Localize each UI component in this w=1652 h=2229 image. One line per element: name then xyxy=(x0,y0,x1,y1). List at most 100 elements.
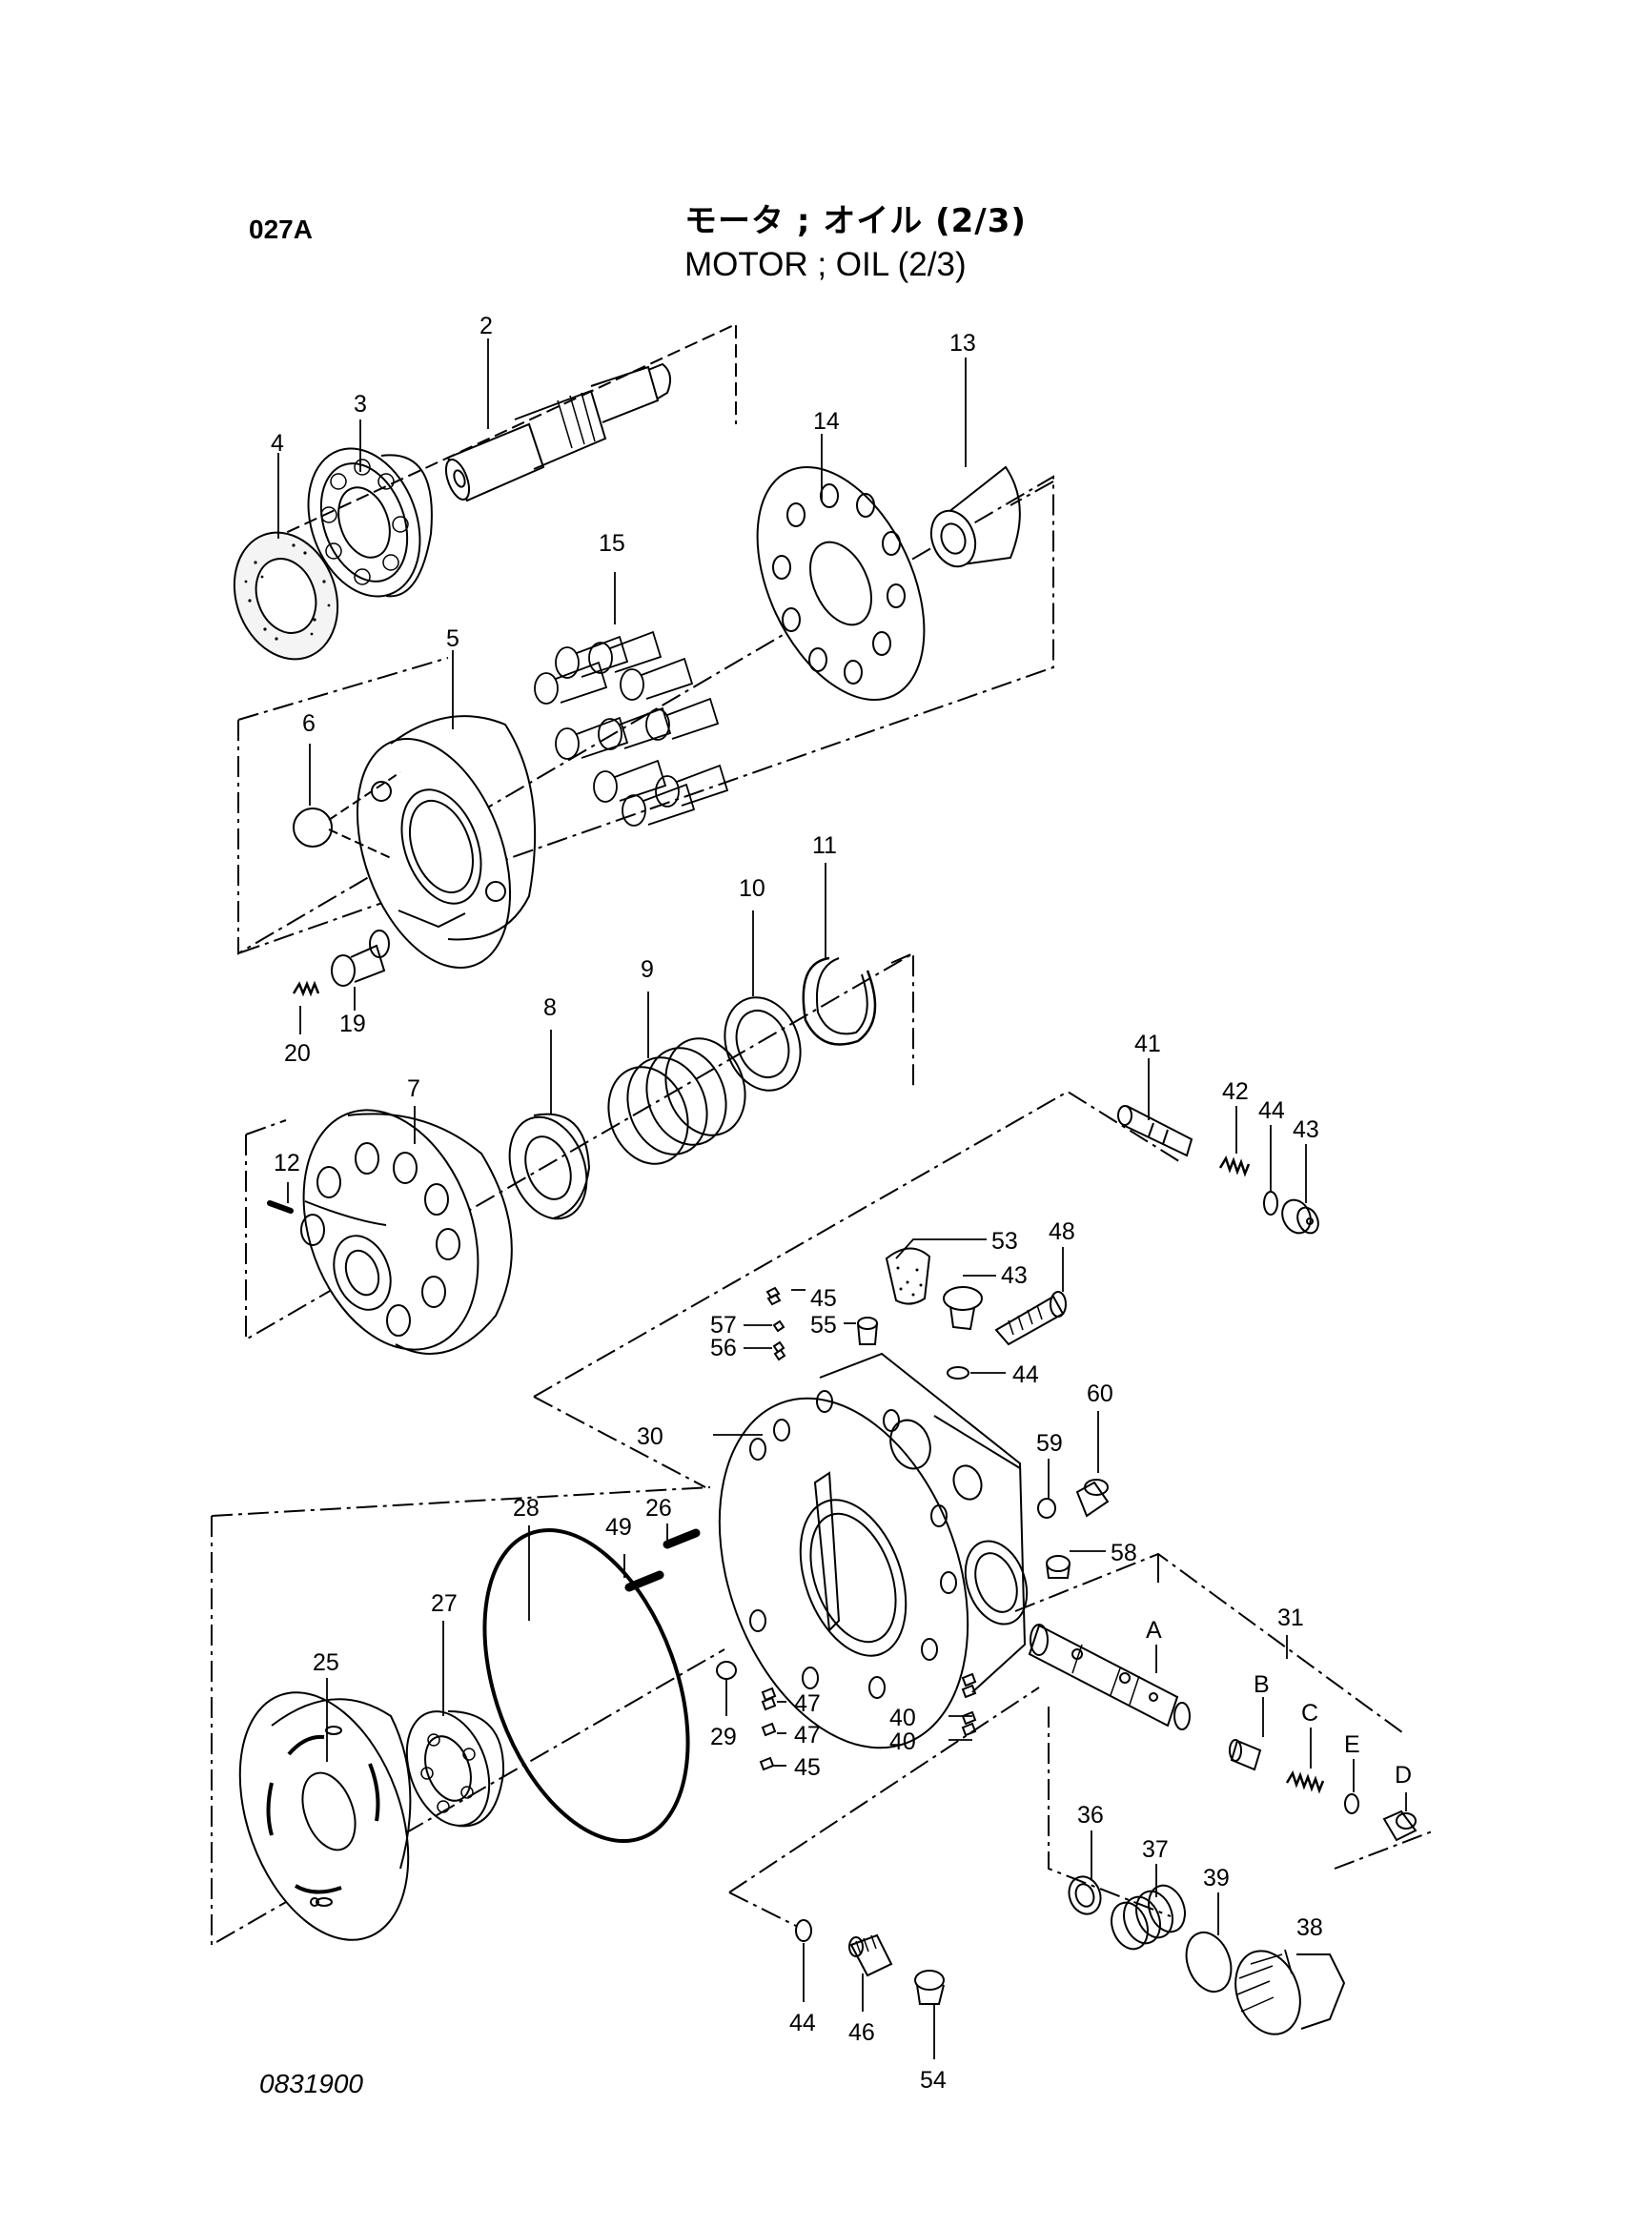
callout-8: 8 xyxy=(543,994,557,1021)
part-10-washer xyxy=(724,996,802,1092)
callout-45-a: 45 xyxy=(810,1285,837,1312)
part-45-plug-bottom xyxy=(759,1756,775,1771)
part-27-bearing xyxy=(405,1710,505,1828)
callout-54: 54 xyxy=(920,2067,947,2094)
callout-A: A xyxy=(1146,1617,1162,1644)
part-B-sleeve xyxy=(1229,1739,1262,1771)
part-43-plug-b xyxy=(943,1286,983,1331)
title-japanese: モータ ; オイル (2/3) xyxy=(684,202,1027,240)
callout-42: 42 xyxy=(1222,1078,1249,1105)
callout-55: 55 xyxy=(810,1312,837,1339)
callout-46: 46 xyxy=(848,2019,875,2046)
callout-labels: 2 3 4 13 14 15 5 6 19 20 11 10 9 8 7 12 … xyxy=(271,313,1412,2094)
part-A-spool xyxy=(1028,1624,1191,1730)
part-39-o-ring xyxy=(1185,1932,1233,1993)
callout-60: 60 xyxy=(1087,1380,1113,1407)
callout-39: 39 xyxy=(1203,1865,1230,1892)
part-29-o-ring xyxy=(716,1661,737,1680)
callout-53: 53 xyxy=(991,1228,1018,1255)
callout-44-a: 44 xyxy=(1258,1097,1285,1124)
part-40-plugs xyxy=(961,1672,977,1737)
callout-27: 27 xyxy=(431,1590,458,1617)
callout-13: 13 xyxy=(949,330,976,357)
callout-14: 14 xyxy=(813,408,840,435)
part-C-spring xyxy=(1285,1770,1325,1794)
part-43-plug-a xyxy=(1281,1198,1319,1235)
part-12-pin xyxy=(267,1200,294,1214)
part-E-o-ring xyxy=(1344,1793,1359,1814)
callout-38: 38 xyxy=(1296,1914,1323,1941)
callout-40-a: 40 xyxy=(889,1705,916,1731)
part-28-o-ring xyxy=(482,1527,690,1844)
callout-3: 3 xyxy=(354,391,367,418)
part-54-plug xyxy=(914,1970,945,2005)
callout-47-b: 47 xyxy=(794,1722,821,1748)
part-20-spring xyxy=(292,980,320,997)
callout-57: 57 xyxy=(710,1312,737,1339)
part-D-plug xyxy=(1382,1810,1417,1842)
part-47-plugs xyxy=(761,1687,777,1737)
part-6-ball xyxy=(293,771,401,859)
part-25-plate xyxy=(238,1691,412,1941)
callout-48: 48 xyxy=(1049,1218,1075,1245)
part-53-plug xyxy=(885,1247,931,1305)
part-2-shaft xyxy=(444,362,672,502)
callout-43-a: 43 xyxy=(1293,1116,1319,1143)
callout-36: 36 xyxy=(1077,1802,1104,1829)
callout-B: B xyxy=(1254,1671,1270,1698)
callout-41: 41 xyxy=(1134,1031,1161,1057)
part-3-bearing xyxy=(307,447,433,598)
part-19-plunger xyxy=(331,930,390,987)
part-38-plug xyxy=(1234,1950,1346,2035)
leader-lines xyxy=(277,338,1407,2059)
part-57-plug xyxy=(772,1319,785,1333)
callout-58: 58 xyxy=(1111,1540,1137,1566)
callout-10: 10 xyxy=(739,875,765,902)
callout-7: 7 xyxy=(407,1075,420,1102)
callout-E: E xyxy=(1344,1731,1360,1758)
callout-30: 30 xyxy=(637,1423,663,1450)
part-15-pistons xyxy=(534,630,729,827)
callout-56: 56 xyxy=(710,1335,737,1361)
callout-26: 26 xyxy=(645,1495,672,1522)
callout-4: 4 xyxy=(271,430,284,457)
part-30-casing xyxy=(718,1352,1029,1749)
callout-2: 2 xyxy=(479,313,493,339)
part-41-plunger xyxy=(1117,1105,1193,1157)
callout-D: D xyxy=(1395,1762,1412,1789)
callout-5: 5 xyxy=(446,625,459,652)
part-58-plug xyxy=(1046,1555,1071,1579)
part-44-o-ring-b xyxy=(947,1366,969,1380)
callout-31: 31 xyxy=(1277,1605,1304,1631)
callout-28: 28 xyxy=(513,1495,540,1522)
callout-45-b: 45 xyxy=(794,1754,821,1781)
group-frame-cylinder xyxy=(237,475,1054,955)
part-36-ring xyxy=(1068,1875,1102,1915)
callout-20: 20 xyxy=(284,1040,311,1067)
part-46-fitting xyxy=(848,1933,893,1977)
group-frame-spool xyxy=(1014,1552,1407,1736)
part-7-cylinder-block xyxy=(300,1109,513,1355)
drawing-number: 0831900 xyxy=(259,2069,364,2098)
part-59-o-ring xyxy=(1037,1498,1056,1519)
part-11-snap-ring xyxy=(802,956,877,1046)
part-37-spring xyxy=(1111,1884,1186,1951)
part-13-cone xyxy=(929,465,1021,568)
group-frame-housing xyxy=(245,951,914,1341)
callout-9: 9 xyxy=(641,956,654,983)
part-44-o-ring-c xyxy=(795,1919,812,1942)
part-26-pin xyxy=(663,1528,701,1549)
sheet-code: 027A xyxy=(249,215,313,244)
callout-49: 49 xyxy=(605,1514,632,1541)
callout-12: 12 xyxy=(274,1150,300,1176)
title-english: MOTOR ; OIL (2/3) xyxy=(684,246,967,283)
callout-44-c: 44 xyxy=(789,2010,816,2036)
callout-40-b: 40 xyxy=(889,1728,916,1755)
part-8-collar xyxy=(508,1113,591,1220)
part-55-plug xyxy=(857,1317,878,1345)
callout-44-b: 44 xyxy=(1012,1361,1039,1388)
part-5-rotor xyxy=(356,715,537,970)
part-4-oil-seal xyxy=(233,531,339,661)
